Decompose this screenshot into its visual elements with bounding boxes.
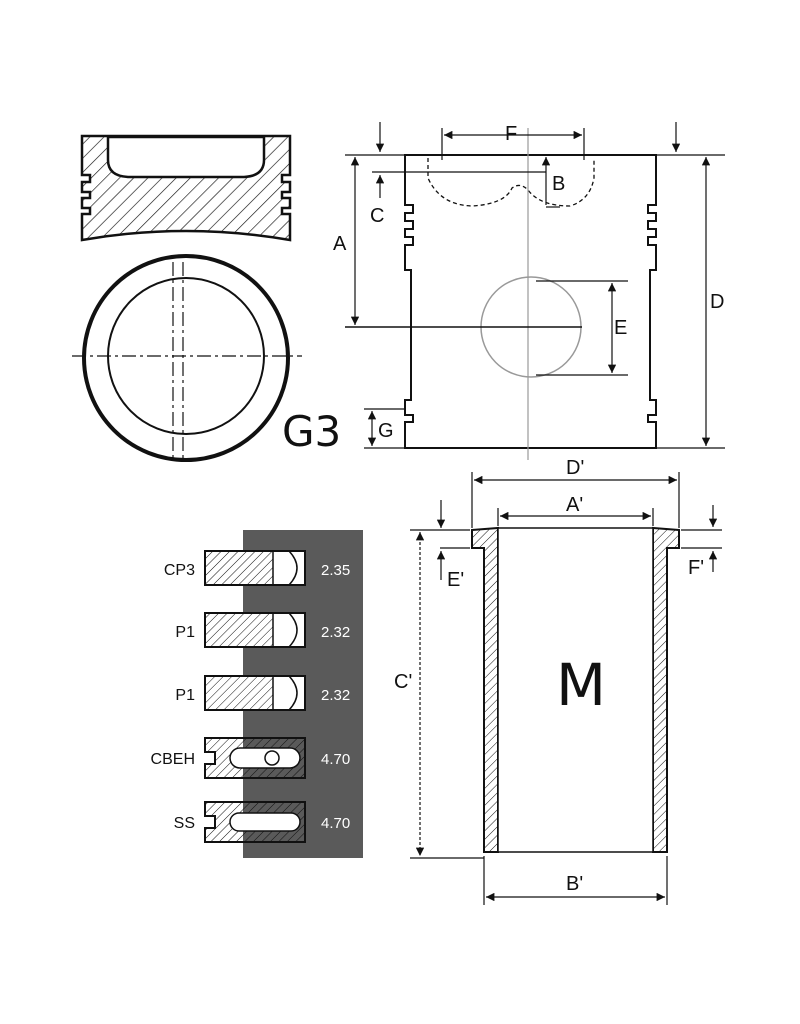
piston-side-view (345, 122, 725, 460)
dimension-label-a: A (333, 233, 347, 255)
dimension-label-c: C (370, 205, 384, 227)
ring-profile-cp3 (204, 550, 306, 586)
ring-profile-ss (204, 801, 306, 843)
ring-name: P1 (175, 624, 195, 641)
ring-name: P1 (175, 687, 195, 704)
cylinder-liner (410, 472, 722, 905)
ring-name: SS (174, 815, 195, 832)
ring-name: CBEH (151, 751, 195, 768)
ring-profile-cbeh (204, 737, 306, 779)
dimension-label-f-prime: F' (688, 557, 704, 579)
ring-width: 2.32 (321, 687, 350, 704)
piston-section-view (80, 134, 292, 242)
ring-profile-p1-upper (204, 612, 306, 648)
liner-type-label: M (556, 651, 606, 719)
ring-width: 2.35 (321, 562, 350, 579)
piston-top-view (72, 254, 302, 462)
dimension-label-e-prime: E' (447, 569, 464, 591)
ring-name: CP3 (164, 562, 195, 579)
ring-width: 4.70 (321, 751, 350, 768)
dimension-label-b-prime: B' (566, 873, 583, 895)
dimension-label-d-prime: D' (566, 457, 584, 479)
dimension-label-f: F (505, 123, 517, 145)
dimension-label-a-prime: A' (566, 494, 583, 516)
piston-variant-label: G3 (282, 407, 341, 456)
ring-width: 4.70 (321, 815, 350, 832)
dimension-label-d: D (710, 291, 724, 313)
ring-width: 2.32 (321, 624, 350, 641)
dimension-label-c-prime: C' (394, 671, 412, 693)
dimension-label-b: B (552, 173, 565, 195)
ring-profile-p1-lower (204, 675, 306, 711)
dimension-label-e: E (614, 317, 627, 339)
dimension-label-g: G (378, 420, 394, 442)
